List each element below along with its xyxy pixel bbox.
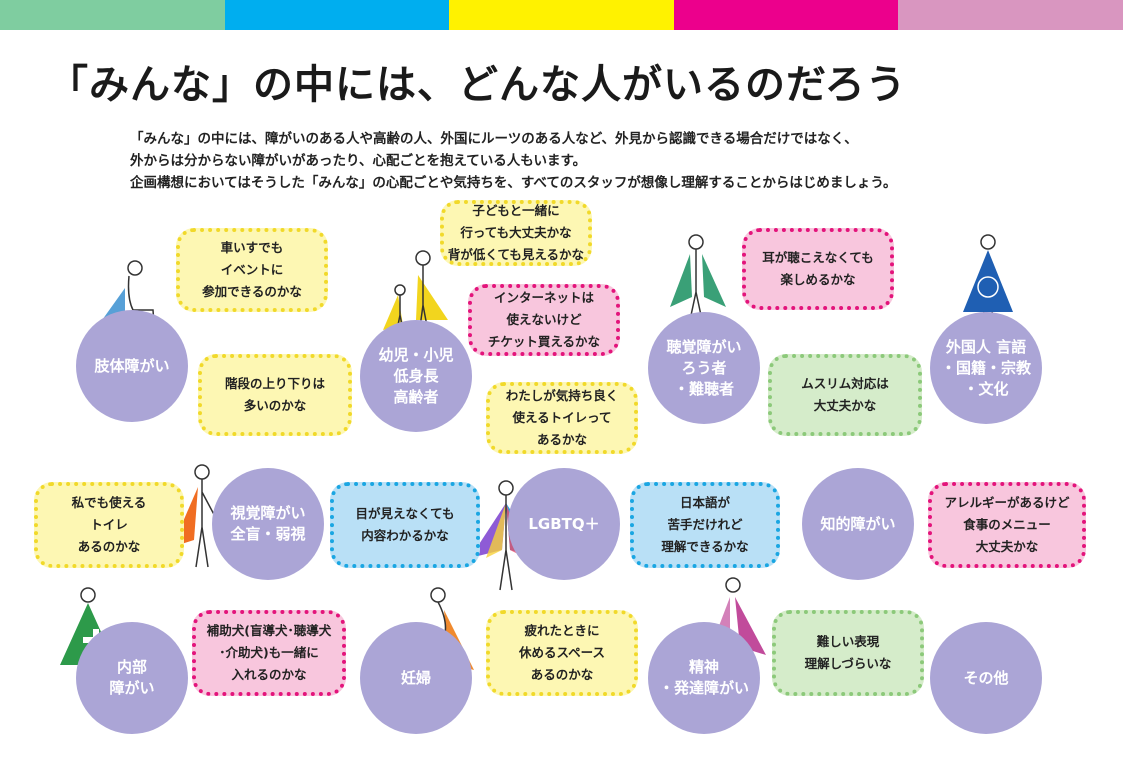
bubble-toilet-me: 私でも使える トイレ あるのかな: [34, 482, 184, 568]
bubble-deaf: 耳が聴こえなくても 楽しめるかな: [742, 228, 894, 310]
bubble-wheelchair: 車いすでも イベントに 参加できるのかな: [176, 228, 328, 312]
bubble-muslim: ムスリム対応は 大丈夫かな: [768, 354, 922, 436]
circle-hearing-disability: 聴覚障がい ろう者 ・難聴者: [648, 312, 760, 424]
hearing-person-illustration: [670, 234, 726, 321]
bubble-rest: 疲れたときに 休めるスペース あるのかな: [486, 610, 638, 696]
circle-visual-disability: 視覚障がい 全盲・弱視: [212, 468, 324, 580]
header-color-stripes: [0, 0, 1123, 30]
family-illustration: [383, 250, 448, 343]
bubble-japanese: 日本語が 苦手だけれど 理解できるかな: [630, 482, 780, 568]
circle-intellectual-disability: 知的障がい: [802, 468, 914, 580]
intro-line: 外からは分からない障がいがあったり、心配ごとを抱えている人もいます。: [130, 153, 587, 169]
bubble-allergy: アレルギーがあるけど 食事のメニュー 大丈夫かな: [928, 482, 1086, 568]
bubble-toilet-comfort: わたしが気持ち良く 使えるトイレって あるかな: [486, 382, 638, 454]
circle-foreign: 外国人 言語 ・国籍・宗教 ・文化: [930, 312, 1042, 424]
stripe-pink: [898, 0, 1123, 30]
intro-line: 企画構想においてはそうした「みんな」の心配ごとや気持ちを、すべてのスタッフが想像…: [130, 175, 897, 191]
stripe-yellow: [449, 0, 674, 30]
circle-children-elderly: 幼児・小児 低身長 高齢者: [360, 320, 472, 432]
bubble-stairs: 階段の上り下りは 多いのかな: [198, 354, 352, 436]
circle-internal-disability: 内部 障がい: [76, 622, 188, 734]
bubble-assist-dog: 補助犬(盲導犬･聴導犬 ･介助犬)も一緒に 入れるのかな: [192, 610, 346, 696]
bubble-difficult: 難しい表現 理解しづらいな: [772, 610, 924, 696]
stripe-magenta: [673, 0, 899, 30]
circle-other: その他: [930, 622, 1042, 734]
circle-lgbtq: LGBTQ＋: [508, 468, 620, 580]
stripe-green: [0, 0, 225, 30]
bubble-internet: インターネットは 使えないけど チケット買えるかな: [468, 284, 620, 356]
stripe-cyan: [224, 0, 450, 30]
circle-pregnant: 妊婦: [360, 622, 472, 734]
intro-line: 「みんな」の中には、障がいのある人や高齢の人、外国にルーツのある人など、外見から…: [130, 131, 858, 147]
bubble-child-together: 子どもと一緒に 行っても大丈夫かな 背が低くても見えるかな: [440, 200, 592, 266]
page-title: 「みんな」の中には、どんな人がいるのだろう: [48, 62, 907, 108]
circle-physical-disability: 肢体障がい: [76, 310, 188, 422]
circle-mental-developmental: 精神 ・発達障がい: [648, 622, 760, 734]
intro-text: 「みんな」の中には、障がいのある人や高齢の人、外国にルーツのある人など、外見から…: [130, 128, 897, 194]
bubble-blind: 目が見えなくても 内容わかるかな: [330, 482, 480, 568]
